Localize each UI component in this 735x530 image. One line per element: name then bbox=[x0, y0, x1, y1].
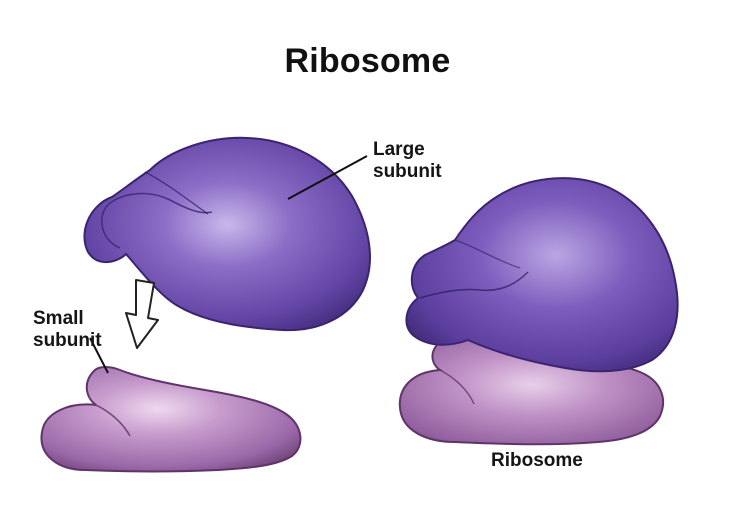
assembly-arrow bbox=[125, 279, 159, 349]
assembled-ribosome-label: Ribosome bbox=[491, 450, 583, 471]
small-subunit-label: Small subunit bbox=[33, 308, 102, 352]
small-subunit-leader-line bbox=[89, 337, 109, 374]
large-subunit-leader-line bbox=[287, 155, 368, 200]
page-title: Ribosome bbox=[284, 42, 451, 80]
small-subunit-label-line-2: subunit bbox=[33, 330, 102, 351]
assembled-large-subunit-shape bbox=[405, 177, 679, 373]
large-subunit-label: Large subunit bbox=[373, 139, 442, 183]
small-subunit-label-line-1: Small bbox=[33, 308, 84, 329]
large-subunit-shape bbox=[83, 136, 371, 332]
small-subunit-shape bbox=[40, 366, 302, 473]
large-subunit-label-line-2: subunit bbox=[373, 161, 442, 182]
large-subunit-label-line-1: Large bbox=[373, 139, 425, 160]
